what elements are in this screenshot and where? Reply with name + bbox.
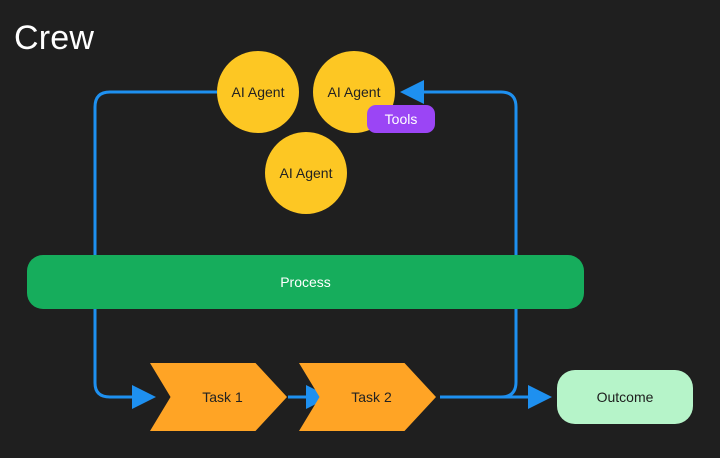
process-bar: Process [27, 255, 584, 309]
task-node: Task 2 [299, 363, 436, 431]
process-label: Process [280, 274, 331, 290]
tools-label: Tools [384, 111, 418, 127]
agent-label: AI Agent [327, 84, 381, 100]
agent-node: AI Agent [265, 132, 347, 214]
outcome-node: Outcome [557, 370, 693, 424]
outcome-label: Outcome [596, 389, 654, 405]
left-loop-connector [93, 90, 217, 409]
task-node: Task 1 [150, 363, 287, 431]
task-label: Task 2 [351, 389, 392, 405]
tools-badge: Tools [367, 105, 435, 133]
agent-label: AI Agent [231, 84, 285, 100]
task-label: Task 1 [202, 389, 243, 405]
agent-node: AI Agent [313, 51, 395, 133]
agent-label: AI Agent [279, 165, 333, 181]
right-loop-connector [400, 80, 518, 399]
agent-node: AI Agent [217, 51, 299, 133]
crew-title: Crew [14, 19, 95, 57]
